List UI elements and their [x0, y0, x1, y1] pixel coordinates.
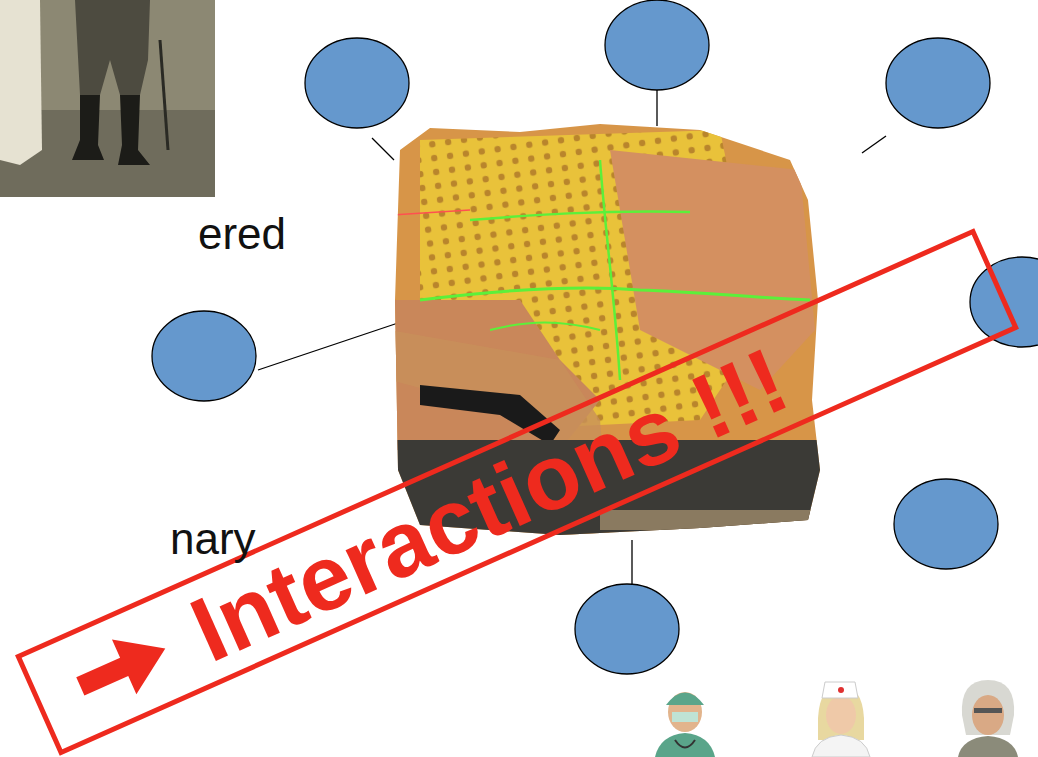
elder-figure [958, 680, 1018, 757]
stamp-box: Interactions !!! [15, 228, 1019, 756]
stamp-text: Interactions !!! [179, 332, 800, 676]
doctor-figure [655, 692, 715, 757]
old-photo [0, 0, 215, 197]
cut-off-text: ered [198, 212, 286, 256]
nurse-figure [812, 682, 870, 757]
cut-off-text: nary [170, 517, 256, 561]
stamp-arrow [68, 621, 177, 714]
